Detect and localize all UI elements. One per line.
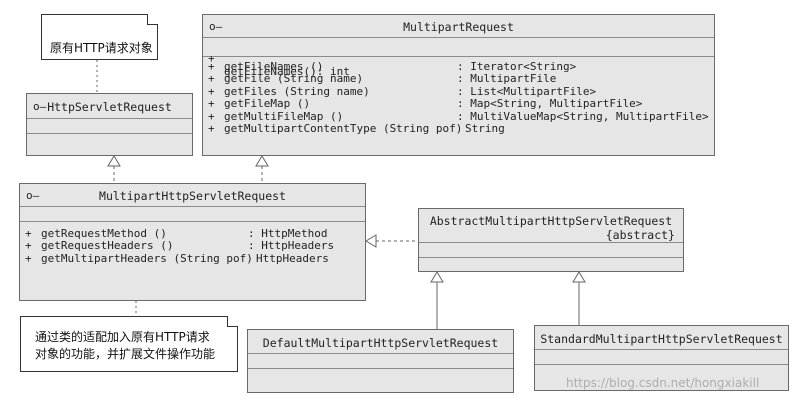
realize-http-arrow <box>107 155 121 167</box>
method-row: +getFile (String name): MultipartFile <box>208 72 557 86</box>
class-default-multipart[interactable]: DefaultMultipartHttpServletRequest <box>247 329 514 393</box>
extend-standard-arrow <box>572 271 586 283</box>
method-row: +getMultipartContentType (String pof)Str… <box>208 121 505 135</box>
attributes-section <box>20 206 365 221</box>
class-title: StandardMultipartHttpServletRequest <box>540 332 783 346</box>
class-standard-multipart[interactable]: StandardMultipartHttpServletRequest <box>534 325 789 391</box>
class-title: o— HttpServletRequest <box>33 100 172 114</box>
method-row: +getFiles (String name): List<MultipartF… <box>208 84 597 98</box>
attributes-section <box>419 242 683 257</box>
note-adapter: 通过类的适配加入原有HTTP请求 对象的功能，并扩展文件操作功能 <box>20 316 238 372</box>
class-multipart-request[interactable]: o— MultipartRequest + getFileNames(): in… <box>202 14 715 156</box>
method-row: +getMultipartHeaders (String pof)HttpHea… <box>25 251 329 265</box>
watermark-text: https://blog.csdn.net/hongxiakill <box>566 376 760 390</box>
note-original-text: 原有HTTP请求对象 <box>50 41 153 55</box>
interface-icon: o— <box>209 20 223 33</box>
methods-section <box>248 368 513 369</box>
class-multipart-http-servlet-request[interactable]: o— MultipartHttpServletRequest +getReque… <box>19 183 366 301</box>
interface-icon: o— <box>33 100 47 113</box>
note-original-request: 原有HTTP请求对象 <box>41 14 158 60</box>
method-row: +getFileNames (): Iterator<String> <box>208 60 577 73</box>
methods-section <box>535 364 788 365</box>
interface-icon: o— <box>26 189 40 202</box>
methods-section <box>27 133 192 134</box>
class-http-servlet-request[interactable]: o— HttpServletRequest <box>26 93 193 156</box>
note-adapter-line1: 通过类的适配加入原有HTTP请求 <box>35 330 210 344</box>
methods-section: +getFileNames (): Iterator<String> +getF… <box>203 56 714 135</box>
method-row: +getRequestHeaders (): HttpHeaders <box>25 239 335 253</box>
note-fold-icon <box>147 14 158 25</box>
method-row: +getMultiFileMap (): MultiValueMap<Strin… <box>208 109 709 123</box>
attribute-row: + getFileNames(): int <box>208 52 350 78</box>
attributes-section <box>248 353 513 368</box>
class-abstract-multipart[interactable]: AbstractMultipartHttpServletRequest {abs… <box>418 208 684 272</box>
method-row: +getRequestMethod (): HttpMethod <box>25 227 328 240</box>
class-title: o— MultipartHttpServletRequest <box>26 189 286 203</box>
class-title: DefaultMultipartHttpServletRequest <box>262 336 499 350</box>
methods-section <box>419 257 683 258</box>
attributes-section <box>535 349 788 364</box>
method-row: +getFileMap (): Map<String, MultipartFil… <box>208 97 643 111</box>
stereotype-label: {abstract} <box>605 228 675 242</box>
methods-section: +getRequestMethod (): HttpMethod +getReq… <box>20 221 365 265</box>
note-adapter-line2: 对象的功能，并扩展文件操作功能 <box>35 347 216 361</box>
realize-abstract-arrow <box>365 234 377 248</box>
realize-multipart-arrow <box>255 155 269 167</box>
extend-default-arrow <box>430 271 444 283</box>
class-title: AbstractMultipartHttpServletRequest {abs… <box>419 209 683 242</box>
note-fold-icon <box>227 316 238 327</box>
attributes-section <box>27 118 192 133</box>
attributes-section: + getFileNames(): int <box>203 37 714 78</box>
class-title: o— MultipartRequest <box>209 20 514 34</box>
